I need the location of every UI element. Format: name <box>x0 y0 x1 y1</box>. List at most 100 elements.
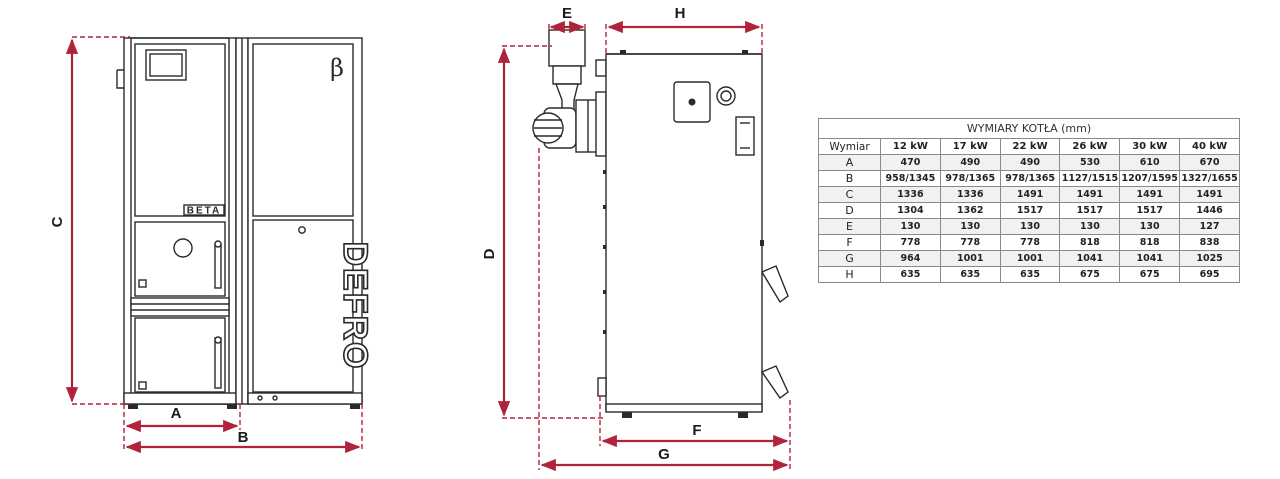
defro-logo: DEFRO <box>336 242 374 371</box>
dimension-label-a: A <box>171 405 182 422</box>
dimension-label-d: D <box>481 248 498 259</box>
hopper-lower-panel <box>252 219 354 393</box>
column-header: 40 kW <box>1179 138 1240 155</box>
dimension-label-e: E <box>562 5 572 22</box>
column-header: 17 kW <box>939 138 1001 155</box>
row-label: B <box>818 170 881 187</box>
side-vent-panel <box>735 116 755 156</box>
table-cell: 695 <box>1179 266 1240 283</box>
front-view: BETA β DEFRO <box>116 37 375 409</box>
table-cell: 1336 <box>939 186 1001 203</box>
row-label: H <box>818 266 881 283</box>
foot <box>128 404 138 409</box>
table-cell: 1207/1595 <box>1119 170 1181 187</box>
table-cell: 1025 <box>1179 250 1240 267</box>
foot <box>227 404 237 409</box>
table-cell: 1517 <box>1119 202 1181 219</box>
table-cell: 1127/1515 <box>1059 170 1121 187</box>
dimensions-table: WYMIARY KOTŁA (mm) Wymiar 12 kW 17 kW 22… <box>818 118 1240 283</box>
dimension-label-c: C <box>49 216 66 227</box>
row-label: C <box>818 186 881 203</box>
flue-outlet <box>548 29 586 67</box>
table-cell: 978/1365 <box>939 170 1001 187</box>
side-handle <box>116 69 124 89</box>
pressure-gauge <box>716 86 736 106</box>
column-header: 26 kW <box>1059 138 1121 155</box>
inspection-port <box>173 238 193 258</box>
table-title: WYMIARY KOTŁA (mm) <box>818 118 1240 138</box>
table-cell: 778 <box>999 234 1061 251</box>
table-header-row: Wymiar 12 kW 17 kW 22 kW 26 kW 30 kW 40 … <box>818 138 1240 155</box>
table-cell: 490 <box>939 154 1001 171</box>
table-cell: 1517 <box>1059 202 1121 219</box>
table-cell: 778 <box>939 234 1001 251</box>
table-cell: 818 <box>1059 234 1121 251</box>
lower-door <box>134 317 226 393</box>
model-label-beta: BETA <box>187 206 221 217</box>
table-cell: 675 <box>1119 266 1181 283</box>
table-cell: 964 <box>880 250 941 267</box>
table-cell: 1041 <box>1119 250 1181 267</box>
row-label: F <box>818 234 881 251</box>
table-cell: 470 <box>880 154 941 171</box>
upper-door <box>134 221 226 297</box>
table-cell: 1001 <box>939 250 1001 267</box>
dimension-label-h: H <box>675 5 686 22</box>
table-cell: 1491 <box>1059 186 1121 203</box>
table-cell: 635 <box>939 266 1001 283</box>
table-cell: 978/1365 <box>999 170 1061 187</box>
table-cell: 1491 <box>1179 186 1240 203</box>
dimension-label-b: B <box>238 429 249 446</box>
table-cell: 1362 <box>939 202 1001 219</box>
table-cell: 1041 <box>1059 250 1121 267</box>
table-cell: 130 <box>999 218 1061 235</box>
table-cell: 1491 <box>1119 186 1181 203</box>
table-cell: 670 <box>1179 154 1240 171</box>
foot <box>738 412 748 418</box>
table-cell: 818 <box>1119 234 1181 251</box>
foot <box>350 404 360 409</box>
table-cell: 635 <box>999 266 1061 283</box>
dimension-label-f: F <box>692 422 701 439</box>
table-cell: 127 <box>1179 218 1240 235</box>
row-label: D <box>818 202 881 219</box>
upper-door-handle <box>760 265 789 304</box>
side-view <box>532 29 789 418</box>
table-cell: 1491 <box>999 186 1061 203</box>
beta-symbol: β <box>330 54 344 82</box>
foot <box>622 412 632 418</box>
table-cell: 778 <box>880 234 941 251</box>
control-display <box>145 49 187 81</box>
row-label: A <box>818 154 881 171</box>
table-cell: 130 <box>880 218 941 235</box>
table-cell: 610 <box>1119 154 1181 171</box>
table-corner-header: Wymiar <box>818 138 881 155</box>
table-cell: 838 <box>1179 234 1240 251</box>
side-dimensions: E H D F G <box>481 5 791 472</box>
column-header: 12 kW <box>880 138 941 155</box>
table-cell: 1446 <box>1179 202 1240 219</box>
table-cell: 130 <box>1059 218 1121 235</box>
table-cell: 1336 <box>880 186 941 203</box>
table-cell: 635 <box>880 266 941 283</box>
table-cell: 958/1345 <box>880 170 941 187</box>
hopper-upper-panel <box>252 43 354 217</box>
dimension-label-g: G <box>658 446 670 463</box>
table-cell: 490 <box>999 154 1061 171</box>
table-cell: 1304 <box>880 202 941 219</box>
table-cell: 675 <box>1059 266 1121 283</box>
front-dimensions: C A B <box>49 36 363 454</box>
table-cell: 530 <box>1059 154 1121 171</box>
row-label: E <box>818 218 881 235</box>
lower-door-handle <box>760 365 789 399</box>
column-header: 30 kW <box>1119 138 1181 155</box>
table-cell: 1001 <box>999 250 1061 267</box>
